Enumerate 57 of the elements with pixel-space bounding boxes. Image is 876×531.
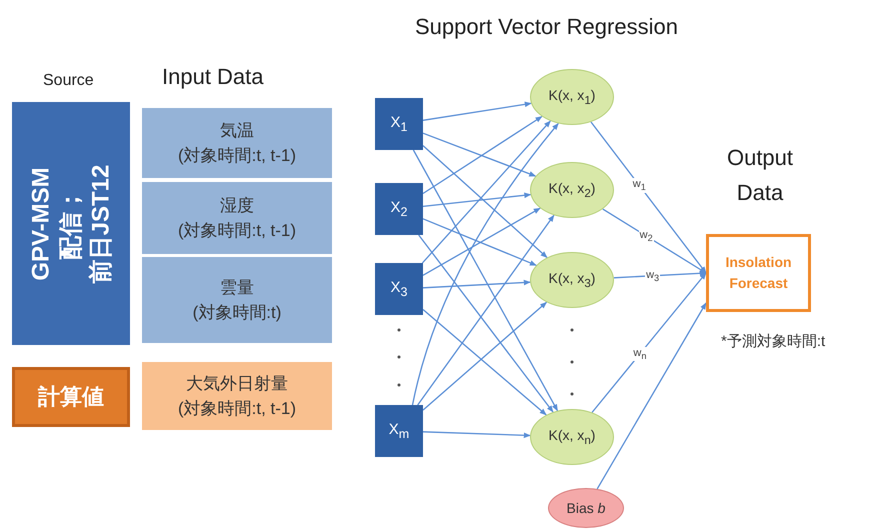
source-box <box>12 102 130 345</box>
kernel-ellipse <box>530 409 614 465</box>
node-label: K(x, x$_{1}$) <box>548 87 596 107</box>
input-data-box <box>142 108 332 178</box>
edge-label: w$_{n}$ <box>632 346 648 362</box>
arrow <box>422 116 542 194</box>
arrow <box>590 122 707 274</box>
arrow <box>422 120 551 264</box>
input-data-box <box>142 362 332 430</box>
heading: Source <box>43 72 94 90</box>
source-box <box>12 367 130 427</box>
arrow <box>422 132 536 177</box>
input-data-box <box>142 182 332 254</box>
edge-label: w$_{1}$ <box>632 178 647 193</box>
node-label: K(x, x$_{3}$) <box>548 270 596 290</box>
input-node-box <box>375 183 423 235</box>
input-text: (対象時間:t, t-1) <box>178 398 296 420</box>
input-node-box <box>375 263 423 315</box>
input-text: 気温 <box>220 120 254 142</box>
arrow <box>422 431 531 438</box>
node-label: X$_{3}$ <box>390 279 408 299</box>
input-text: 湿度 <box>220 195 254 217</box>
source-label: 計算値 <box>38 383 104 411</box>
arrow <box>422 145 548 258</box>
arrow <box>614 270 707 278</box>
output-box <box>706 234 811 312</box>
input-text: 大気外日射量 <box>186 373 288 395</box>
arrow <box>596 302 707 490</box>
node-label: K(x, x$_{n}$) <box>548 427 596 447</box>
node-label: K(x, x$_{2}$) <box>548 180 596 200</box>
source-label: GPV-MSM 配信；前日JST12 <box>26 163 115 286</box>
heading: Input Data <box>162 64 264 90</box>
input-text: (対象時間:t, t-1) <box>178 220 296 242</box>
input-text: 雲量 <box>220 277 254 299</box>
arrow <box>422 218 537 266</box>
kernel-ellipse <box>530 252 614 308</box>
arrow <box>592 272 706 413</box>
arrow <box>422 102 532 121</box>
kernel-ellipse <box>530 162 614 218</box>
arrow <box>422 208 541 276</box>
note-text: *予測対象時間:t <box>721 332 826 351</box>
edge-label: w$_{2}$ <box>638 228 654 244</box>
node-label: X$_{m}$ <box>388 421 410 441</box>
input-node-box <box>375 98 423 150</box>
arrow <box>602 208 707 274</box>
title: Support Vector Regression <box>415 14 678 40</box>
node-label: X$_{2}$ <box>390 199 408 219</box>
arrow <box>422 280 531 288</box>
heading: Output Data <box>726 144 794 208</box>
node-label: Insolation Forecast <box>724 253 793 293</box>
input-data-box <box>142 257 332 343</box>
node-label: Bias b <box>566 500 606 516</box>
input-node-box <box>375 405 423 457</box>
input-text: (対象時間:t, t-1) <box>178 145 296 167</box>
arrow <box>422 192 532 208</box>
node-label: X$_{1}$ <box>390 114 408 134</box>
input-text: (対象時間:t) <box>192 302 282 324</box>
